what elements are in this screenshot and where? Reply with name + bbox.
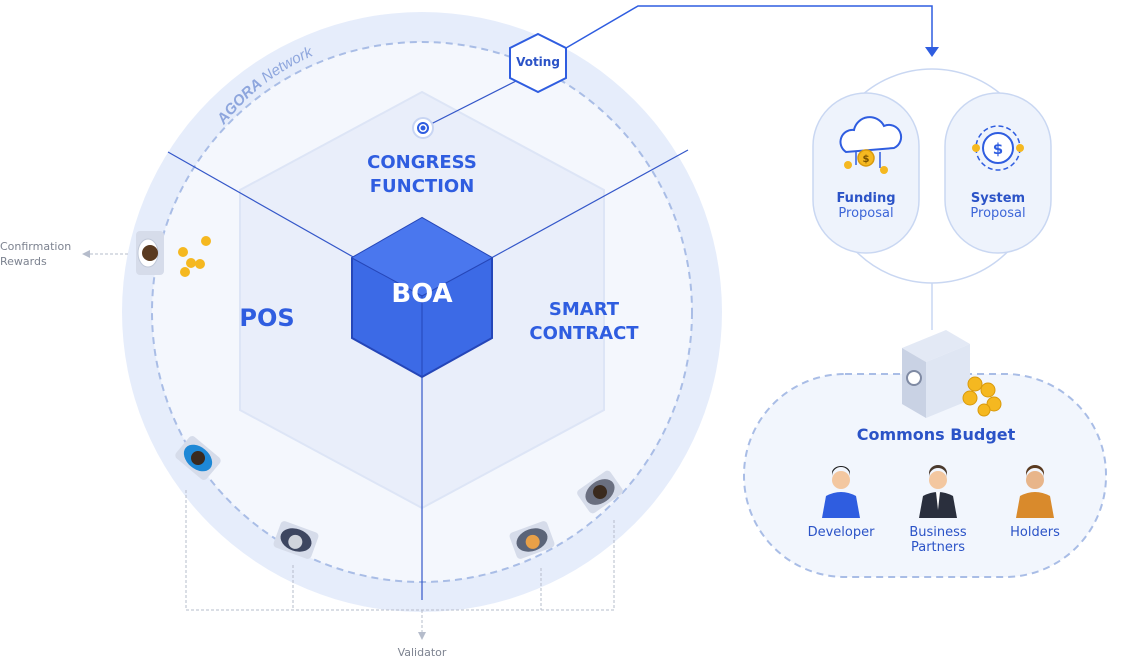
- commons-budget-title: Commons Budget: [856, 425, 1016, 444]
- commons-budget-area: [743, 373, 1107, 578]
- developer-label: Developer: [796, 525, 886, 540]
- boa-label: BOA: [391, 279, 453, 309]
- smart-line-2: CONTRACT: [529, 323, 639, 344]
- congress-function-label: CONGRESS FUNCTION: [322, 151, 522, 199]
- voting-arrowhead: [925, 47, 939, 57]
- safe-icon: [902, 330, 1002, 418]
- funding-sub: Proposal: [838, 206, 894, 221]
- coin-stack-icon: [178, 236, 211, 277]
- business-partners-label: Business Partners: [893, 525, 983, 555]
- smart-line-1: SMART: [548, 299, 620, 320]
- confirmation-line-2: Rewards: [0, 255, 47, 268]
- seated-person-bottom-left: [273, 521, 319, 559]
- funding-proposal-label: Funding Proposal: [813, 191, 919, 221]
- business-line-2: Partners: [910, 540, 966, 555]
- developer-line-1: Developer: [807, 525, 875, 540]
- business-person-icon: [919, 465, 957, 518]
- svg-text:$: $: [993, 140, 1003, 158]
- gear-dollar-icon: $: [972, 125, 1024, 171]
- smart-contract-label: SMART CONTRACT: [504, 298, 664, 346]
- developer-person-icon: [822, 466, 860, 518]
- seated-person-top-left: [136, 231, 164, 275]
- voting-arrow: [565, 5, 933, 49]
- holders-label: Holders: [990, 525, 1080, 540]
- congress-line-1: CONGRESS: [367, 152, 477, 173]
- voting-label[interactable]: Voting: [516, 55, 560, 69]
- pos-label: POS: [239, 304, 295, 332]
- holders-line-1: Holders: [1010, 525, 1060, 540]
- seated-person-right: [577, 470, 623, 514]
- system-proposal-pill[interactable]: [944, 92, 1052, 254]
- seated-person-left: [175, 436, 221, 480]
- confirmation-rewards-label: Confirmation Rewards: [0, 239, 71, 269]
- system-sub: Proposal: [970, 206, 1026, 221]
- seated-person-bottom-right: [509, 521, 555, 559]
- boa-cube: [351, 216, 493, 379]
- rewards-arrowhead: [82, 250, 90, 258]
- confirmation-line-1: Confirmation: [0, 240, 72, 253]
- system-title: System: [970, 191, 1026, 206]
- congress-line-2: FUNCTION: [369, 176, 475, 197]
- cloud-coins-icon: $: [839, 116, 903, 174]
- business-line-1: Business: [909, 525, 967, 540]
- system-proposal-label: System Proposal: [945, 191, 1051, 221]
- validator-label: Validator: [397, 646, 447, 659]
- validator-arrowhead: [418, 632, 426, 640]
- validator-bracket: [185, 490, 615, 634]
- voting-connector: [422, 77, 523, 129]
- funding-title: Funding: [836, 191, 896, 206]
- holder-person-icon: [1016, 465, 1054, 518]
- svg-text:$: $: [863, 154, 870, 165]
